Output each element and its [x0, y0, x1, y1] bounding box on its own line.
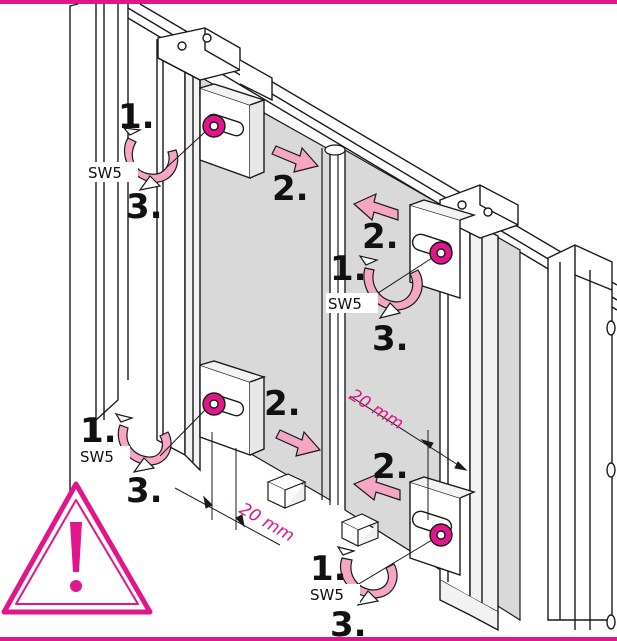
step-label-2: 2.	[264, 384, 301, 424]
clamp-bottom-right	[409, 476, 477, 576]
step-label-3: 3.	[126, 471, 163, 511]
step-label-1: 1.	[80, 411, 117, 451]
spacer-block-right	[340, 513, 380, 547]
warning-exclamation-dot	[70, 580, 82, 592]
step-label-3: 3.	[372, 319, 409, 359]
tool-label-bg	[308, 584, 360, 604]
tool-label: SW5	[328, 295, 362, 313]
tool-label: SW5	[80, 448, 114, 466]
tool-label-bg	[78, 446, 130, 466]
step-label-1: 1.	[310, 549, 347, 589]
step-label-2: 2.	[362, 217, 399, 257]
tool-label-bg	[86, 162, 138, 182]
dimension-line-bottom	[174, 432, 281, 546]
step-label-3: 3.	[126, 187, 163, 227]
step-label-1: 1.	[330, 249, 367, 289]
slide-arrow-icon	[271, 145, 320, 173]
center-seam	[321, 144, 346, 510]
dimension-line-right	[349, 395, 468, 520]
warning-triangle-inner	[15, 499, 139, 605]
step-label-2: 2.	[272, 169, 309, 209]
clamp-bottom-left	[199, 360, 267, 456]
warning-exclamation-bar	[70, 522, 82, 572]
slide-arrow-icon	[275, 429, 322, 457]
far-right-profile	[547, 244, 616, 630]
tool-leader-lines	[159, 131, 433, 589]
top-accent-rule	[0, 0, 617, 4]
left-top-cap	[157, 27, 273, 102]
rotate-arrow-icon	[358, 255, 423, 319]
left-wall-frame	[69, 3, 129, 500]
slide-arrow-icon	[352, 192, 399, 222]
clamp-top-left	[199, 83, 267, 179]
bottom-accent-rule	[0, 637, 617, 641]
tool-label-bg	[326, 293, 378, 313]
step-label-1: 1.	[118, 97, 155, 137]
clamp-top-right	[409, 199, 477, 299]
step-label-2: 2.	[372, 447, 409, 487]
spacer-block-left	[266, 473, 307, 509]
slide-arrow-icon	[352, 472, 401, 502]
step-label-3: 3.	[330, 605, 367, 641]
tool-label: SW5	[310, 586, 344, 604]
tool-label: SW5	[88, 164, 122, 182]
warning-triangle-icon	[1, 481, 153, 615]
left-profile-column	[156, 38, 201, 472]
